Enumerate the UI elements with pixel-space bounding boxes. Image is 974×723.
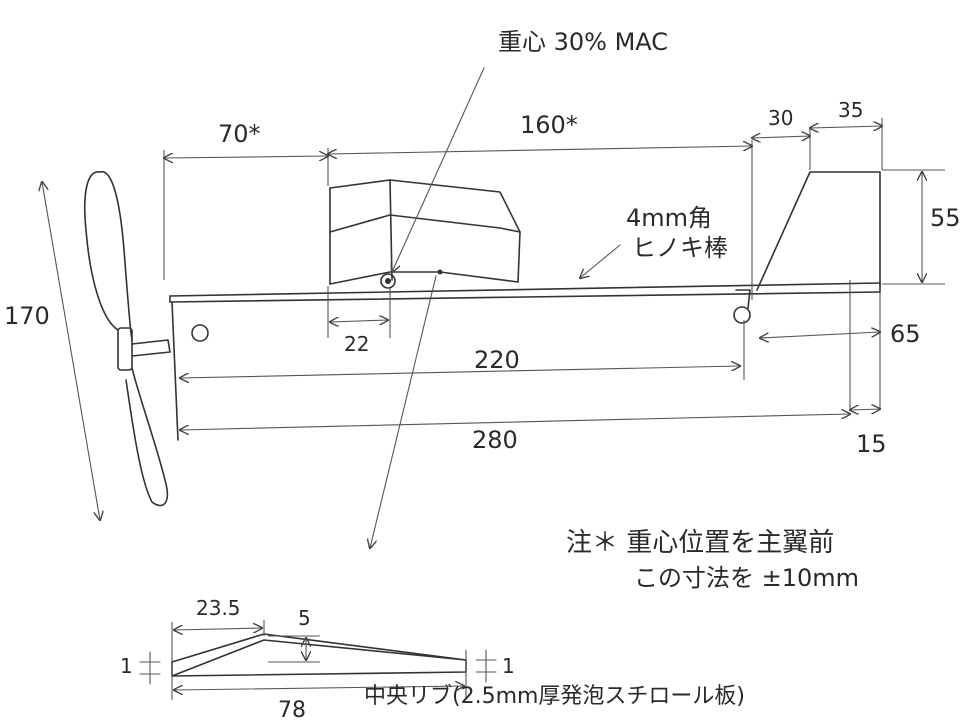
- rib-dim-78: 78: [278, 698, 306, 723]
- dim-30: 30: [768, 106, 794, 130]
- dim-15: 15: [856, 430, 887, 458]
- rib-caption: 中央リブ(2.5mm厚発泡スチロール板): [364, 684, 746, 709]
- note-line2: この寸法を ±10mm: [634, 564, 860, 592]
- dim-70: 70*: [218, 120, 261, 148]
- dim-170: 170: [4, 302, 50, 330]
- tail-fin: [733, 171, 881, 324]
- dim-160: 160*: [520, 111, 578, 139]
- rib-right-thickness: 1: [502, 654, 515, 678]
- dim-280: 280: [472, 426, 518, 454]
- propeller: [83, 171, 171, 507]
- dim-65: 65: [890, 320, 921, 348]
- note-line1: 注＊ 重心位置を主翼前: [566, 528, 835, 558]
- dim-220: 220: [474, 346, 520, 374]
- cg-label: 重心 30% MAC: [498, 28, 669, 56]
- stick-label-line2: ヒノキ棒: [632, 234, 728, 262]
- dim-22: 22: [344, 332, 370, 356]
- rib-dim-5: 5: [298, 606, 311, 630]
- fuselage-stick: [169, 282, 881, 441]
- dim-55: 55: [930, 204, 961, 232]
- rib-dim-23-5: 23.5: [196, 596, 241, 620]
- center-rib: [139, 620, 497, 700]
- stick-label-line1: 4mm角: [626, 204, 713, 232]
- rib-left-thickness: 1: [120, 654, 133, 678]
- dim-35: 35: [838, 98, 864, 122]
- main-wing: [329, 179, 521, 289]
